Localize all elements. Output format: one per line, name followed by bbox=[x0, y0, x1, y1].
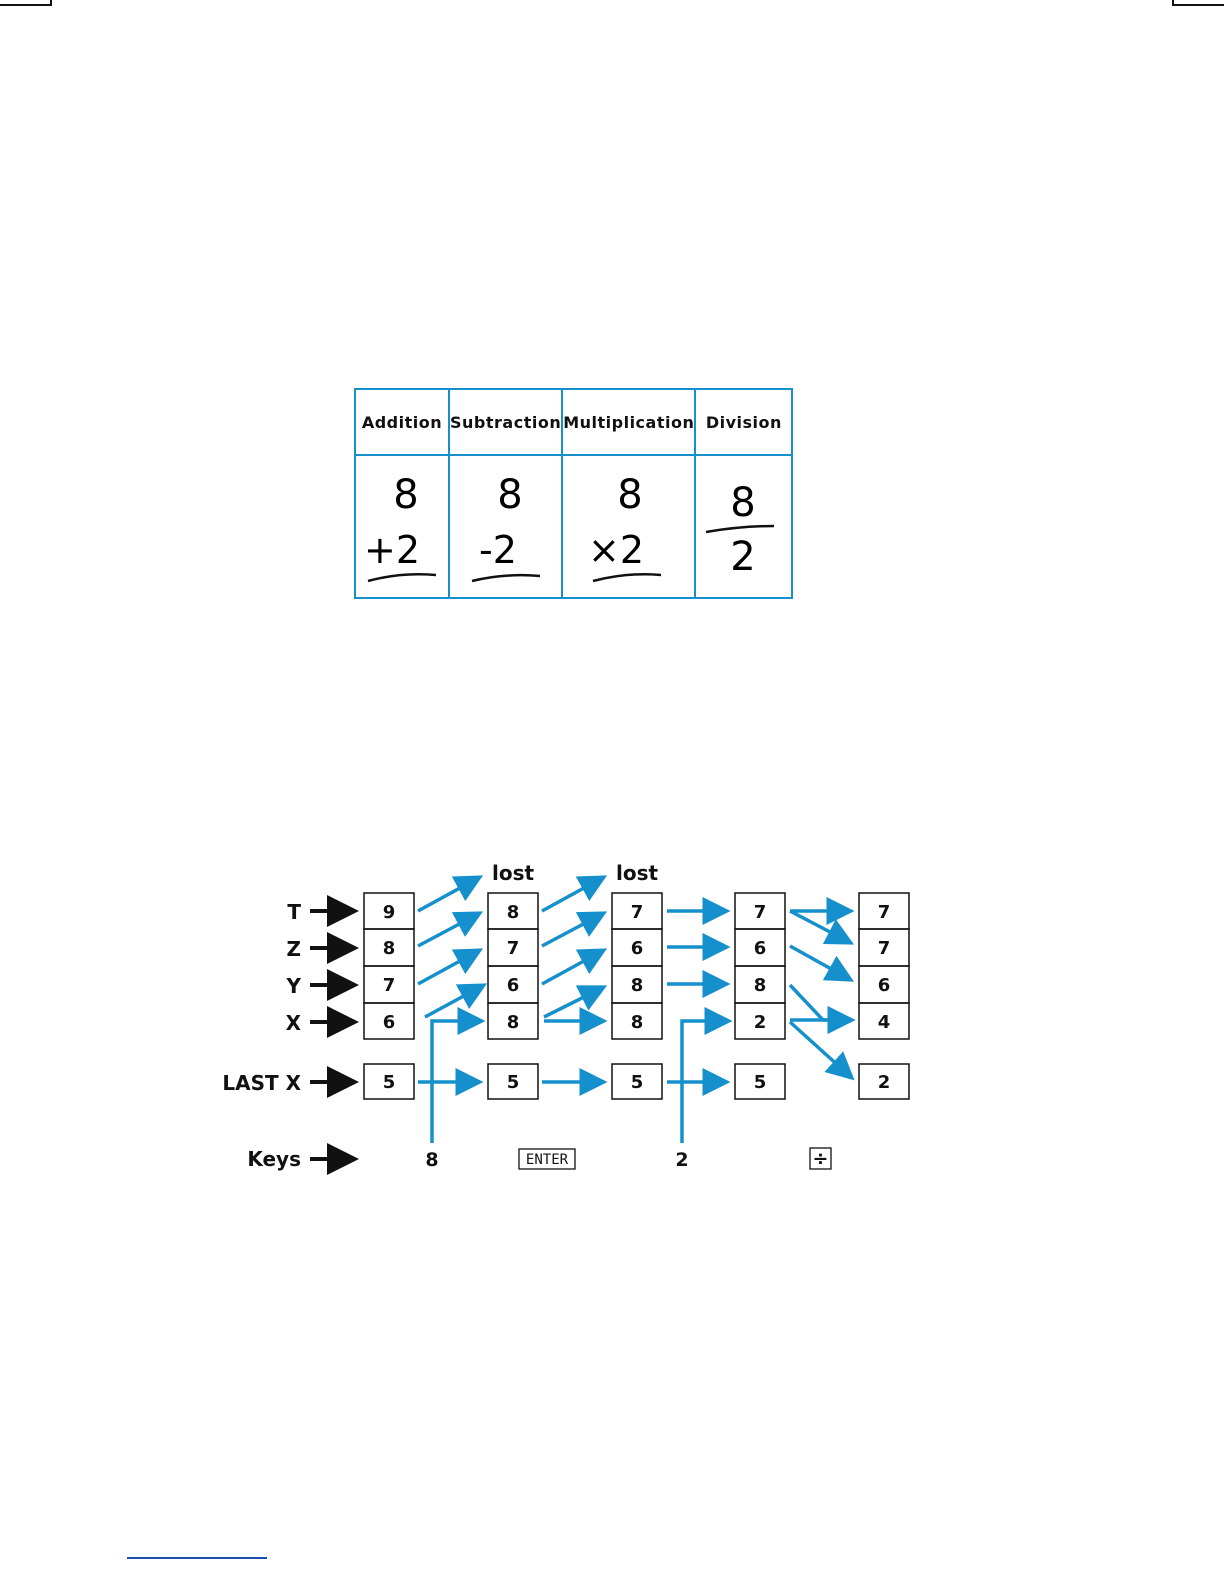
last-x-value: 2 bbox=[878, 1072, 891, 1093]
cell-value: 7 bbox=[754, 902, 767, 923]
last-x-value: 5 bbox=[507, 1072, 520, 1093]
arrow-lift bbox=[418, 950, 480, 984]
lost-label-1: lost bbox=[492, 861, 535, 885]
cell-value: 8 bbox=[754, 975, 767, 996]
stack-column-1: 9 8 7 6 5 bbox=[364, 893, 414, 1099]
cell-value: 8 bbox=[507, 902, 520, 923]
stack-column-3: 7 6 8 8 5 bbox=[612, 893, 662, 1099]
arrow-to-last-x bbox=[790, 1022, 852, 1078]
cell-value: 8 bbox=[383, 938, 396, 959]
cell-value: 7 bbox=[878, 938, 891, 959]
cell-value: 7 bbox=[878, 902, 891, 923]
cell-value: 4 bbox=[878, 1012, 891, 1033]
cell-value: 2 bbox=[754, 1012, 767, 1033]
arrow-lift bbox=[542, 913, 604, 946]
divide-icon: ÷ bbox=[813, 1148, 829, 1170]
arrow-lift bbox=[542, 877, 604, 911]
cell-value: 8 bbox=[631, 1012, 644, 1033]
label-y: Y bbox=[286, 974, 302, 998]
cell-value: 8 bbox=[507, 1012, 520, 1033]
label-t: T bbox=[287, 900, 301, 924]
key-2: 2 bbox=[675, 1149, 688, 1171]
arrow-drop bbox=[790, 911, 851, 943]
arrow-lift bbox=[425, 985, 484, 1017]
cell-value: 7 bbox=[507, 938, 520, 959]
cell-value: 8 bbox=[631, 975, 644, 996]
label-last-x: LAST X bbox=[222, 1071, 301, 1095]
cell-value: 7 bbox=[631, 902, 644, 923]
footer-rule bbox=[127, 1557, 267, 1559]
label-x: X bbox=[286, 1011, 302, 1035]
arrow-lift bbox=[418, 877, 480, 911]
cell-value: 7 bbox=[383, 975, 396, 996]
cell-value: 6 bbox=[507, 975, 520, 996]
last-x-value: 5 bbox=[383, 1072, 396, 1093]
cell-value: 6 bbox=[631, 938, 644, 959]
last-x-value: 5 bbox=[754, 1072, 767, 1093]
arrow-result bbox=[790, 985, 852, 1020]
arrow-lift bbox=[542, 950, 604, 984]
arrow-lift bbox=[418, 913, 480, 946]
arrow-drop bbox=[790, 946, 851, 980]
label-arrows bbox=[310, 911, 355, 1159]
label-keys: Keys bbox=[247, 1147, 301, 1171]
cell-value: 9 bbox=[383, 902, 396, 923]
last-x-value: 5 bbox=[631, 1072, 644, 1093]
stack-column-5: 7 7 6 4 2 bbox=[859, 893, 909, 1099]
stack-column-4: 7 6 8 2 5 bbox=[735, 893, 785, 1099]
arrow-lift bbox=[544, 987, 604, 1017]
stack-column-2: 8 7 6 8 5 bbox=[488, 893, 538, 1099]
cell-value: 6 bbox=[383, 1012, 396, 1033]
cell-value: 6 bbox=[878, 975, 891, 996]
label-z: Z bbox=[286, 937, 301, 961]
enter-key: ENTER bbox=[526, 1152, 569, 1168]
cell-value: 6 bbox=[754, 938, 767, 959]
lost-label-2: lost bbox=[616, 861, 659, 885]
key-8: 8 bbox=[425, 1149, 438, 1171]
